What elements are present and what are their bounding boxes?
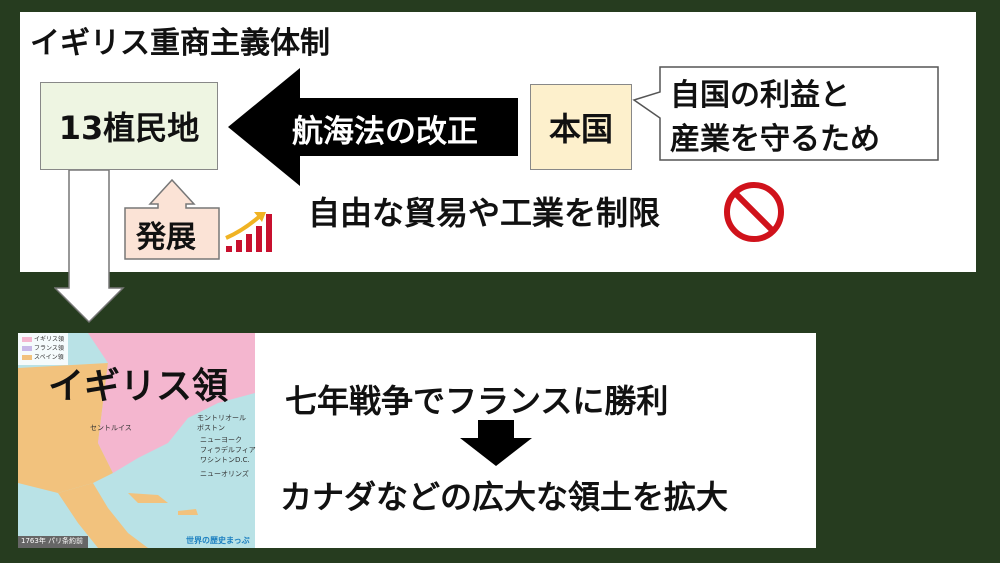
growth-chart-icon xyxy=(225,212,272,252)
map-legend-french: フランス領 xyxy=(34,345,64,352)
map-legend-spanish: スペイン領 xyxy=(34,354,64,361)
map-image xyxy=(18,333,255,548)
down-arrow-to-map xyxy=(54,170,125,324)
callout-line-2: 産業を守るため xyxy=(670,122,880,157)
down-arrow-black xyxy=(460,420,532,466)
navigation-act-label: 航海法の改正 xyxy=(292,114,478,150)
navigation-act-arrow xyxy=(228,68,518,186)
development-label: 発展 xyxy=(136,220,196,255)
seven-years-war-text: 七年戦争でフランスに勝利 xyxy=(285,382,669,420)
restriction-text: 自由な貿易や工業を制限 xyxy=(308,194,661,232)
callout-bubble xyxy=(632,66,939,161)
map-source: 世界の歴史まっぷ xyxy=(186,536,250,545)
prohibition-icon xyxy=(724,182,784,242)
callout-line-1: 自国の利益と xyxy=(670,78,850,113)
map-city: ボストン xyxy=(197,424,225,432)
map-city: ワシントンD.C. xyxy=(200,456,250,464)
map-city: セントルイス xyxy=(90,424,132,432)
development-arrow xyxy=(124,178,220,260)
colonies-box: 13植民地 xyxy=(40,82,218,170)
territory-expansion-text: カナダなどの広大な領土を拡大 xyxy=(280,478,729,516)
home-country-box: 本国 xyxy=(530,84,632,170)
map-caption: 1763年 パリ条約前 xyxy=(21,537,84,545)
map-overlay-label: イギリス領 xyxy=(48,366,229,407)
map-city: モントリオール xyxy=(197,414,246,422)
map-city: ニューオリンズ xyxy=(200,470,249,478)
map-legend-british: イギリス領 xyxy=(34,336,65,343)
map-city: フィラデルフィア xyxy=(200,446,256,454)
page-title: イギリス重商主義体制 xyxy=(30,26,330,61)
map-city: ニューヨーク xyxy=(200,436,242,444)
